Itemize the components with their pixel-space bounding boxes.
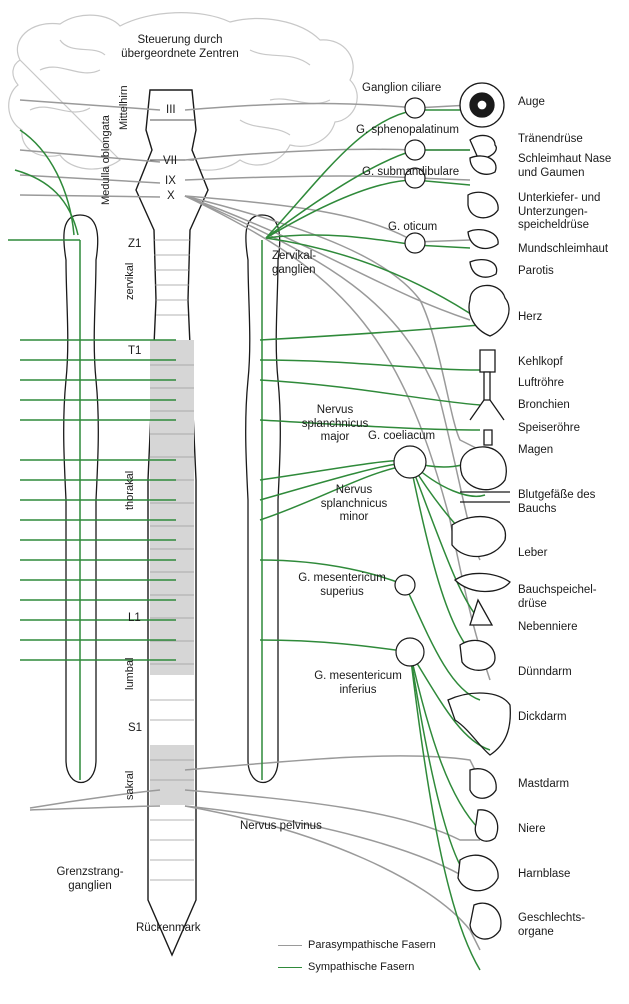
oral-mucosa-icon — [468, 230, 498, 249]
label-submandibular-ganglion: G. submandibulare — [362, 166, 459, 180]
segment-cervical: zervikal — [124, 263, 136, 300]
header-title: Steuerung durch übergeordnete Zentren — [110, 34, 250, 61]
organ-label-pancreas: Bauchspeichel- drüse — [518, 584, 597, 611]
midbrain-label: Mittelhirn — [118, 85, 130, 130]
stomach-icon — [460, 447, 506, 490]
label-pelvic-nerve: Nervus pelvinus — [240, 820, 322, 834]
organ-label-bronchi: Bronchien — [518, 399, 570, 413]
organ-label-adrenal: Nebenniere — [518, 621, 577, 635]
heart-icon — [469, 285, 509, 336]
organ-label-small-intestine: Dünndarm — [518, 666, 572, 680]
thoracic-shaded-region — [150, 340, 194, 675]
organ-label-bladder: Harnblase — [518, 868, 570, 882]
organ-label-genital: Geschlechts- organe — [518, 912, 585, 939]
spinal-cord — [136, 90, 208, 955]
label-cervical-ganglia: Zervikal- ganglien — [272, 250, 316, 277]
label-sphenopalatine-ganglion: G. sphenopalatinum — [356, 124, 459, 138]
organ-label-liver: Leber — [518, 547, 547, 561]
mesenteric-inferior-ganglion — [396, 638, 424, 666]
organ-label-stomach: Magen — [518, 444, 553, 458]
label-coeliac-ganglion: G. coeliacum — [368, 430, 435, 444]
cranial-nerve-iii: III — [166, 104, 176, 118]
organ-label-esophagus: Speiseröhre — [518, 422, 580, 436]
legend: Parasympathische Fasern Sympathische Fas… — [278, 934, 436, 978]
bronchi-icon — [470, 400, 504, 420]
segment-l1: L1 — [128, 612, 141, 626]
cranial-nerve-ix: IX — [165, 175, 176, 189]
segment-t1: T1 — [128, 345, 141, 359]
cranial-nerve-vii: VII — [163, 155, 177, 169]
lacrimal-gland-icon — [470, 135, 496, 158]
rectum-icon — [470, 769, 496, 799]
segment-lumbar: lumbal — [124, 658, 136, 690]
trachea-icon — [484, 372, 490, 400]
sacral-shaded-region — [150, 745, 194, 805]
legend-label-parasympathetic: Parasympathische Fasern — [308, 939, 436, 951]
vessels-icon — [460, 492, 510, 502]
otic-ganglion — [405, 233, 425, 253]
legend-item-parasympathetic: Parasympathische Fasern — [278, 934, 436, 956]
legend-swatch-sympathetic — [278, 967, 302, 968]
genital-icon — [470, 903, 501, 939]
ciliary-ganglion — [405, 98, 425, 118]
sympathetic-chain-left — [64, 215, 99, 783]
organ-label-large-intestine: Dickdarm — [518, 711, 567, 725]
segment-z1: Z1 — [128, 238, 141, 252]
ganglion-circles — [394, 98, 426, 666]
kidney-icon — [475, 810, 497, 841]
larynx-icon — [480, 350, 495, 372]
organ-label-eye: Auge — [518, 96, 545, 110]
esophagus-icon — [484, 430, 492, 445]
segment-thoracic: thorakal — [124, 471, 136, 510]
organ-label-salivary: Unterkiefer- und Unterzungen- speicheldr… — [518, 192, 600, 233]
nasal-mucosa-icon — [470, 156, 496, 174]
pancreas-icon — [455, 573, 510, 591]
organ-label-nasal: Schleimhaut Nase und Gaumen — [518, 153, 611, 180]
label-splanchnic-minor: Nervus splanchnicus minor — [314, 484, 394, 525]
legend-item-sympathetic: Sympathische Fasern — [278, 956, 436, 978]
medulla-label: Medulla oblongata — [100, 115, 112, 205]
salivary-gland-icon — [468, 192, 498, 218]
organ-label-vessels: Blutgefäße des Bauchs — [518, 489, 595, 516]
label-mesenteric-superior: G. mesentericum superius — [292, 572, 392, 599]
liver-icon — [452, 517, 505, 557]
small-intestine-icon — [460, 640, 495, 670]
label-otic-ganglion: G. oticum — [388, 221, 437, 235]
label-sympathetic-chain: Grenzstrang- ganglien — [40, 866, 140, 893]
organ-label-kidney: Niere — [518, 823, 545, 837]
mesenteric-superior-ganglion — [395, 575, 415, 595]
organ-label-larynx: Kehlkopf — [518, 356, 563, 370]
parotid-icon — [470, 260, 497, 277]
segment-s1: S1 — [128, 722, 142, 736]
organ-label-rectum: Mastdarm — [518, 778, 569, 792]
sphenopalatine-ganglion — [405, 140, 425, 160]
cranial-nerve-x: X — [167, 190, 175, 204]
bladder-icon — [458, 855, 498, 891]
segment-sacral: sakral — [124, 771, 136, 800]
organ-label-oral: Mundschleimhaut — [518, 243, 608, 257]
organ-label-lacrimal: Tränendrüse — [518, 133, 583, 147]
legend-label-sympathetic: Sympathische Fasern — [308, 961, 414, 973]
organ-label-heart: Herz — [518, 311, 542, 325]
organ-glyphs — [448, 83, 510, 939]
label-splanchnic-major: Nervus splanchnicus major — [290, 404, 380, 445]
label-ciliary-ganglion: Ganglion ciliare — [362, 82, 441, 96]
label-mesenteric-inferior: G. mesentericum inferius — [308, 670, 408, 697]
organ-label-trachea: Luftröhre — [518, 377, 564, 391]
legend-swatch-parasympathetic — [278, 945, 302, 946]
eye-icon — [460, 83, 504, 127]
label-spinal-cord: Rückenmark — [136, 922, 201, 936]
coeliac-ganglion — [394, 446, 426, 478]
organ-label-parotid: Parotis — [518, 265, 554, 279]
